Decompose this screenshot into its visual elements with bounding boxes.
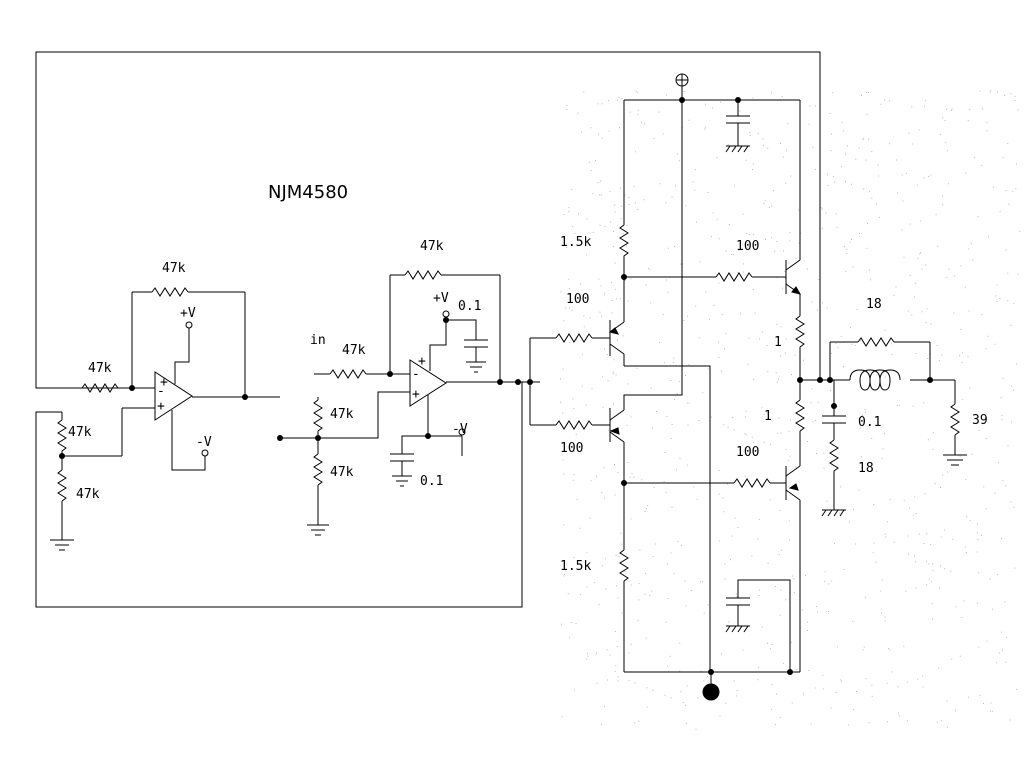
feedback-wire-lower: [35, 382, 523, 608]
label-c-zobel: 0.1: [858, 415, 881, 430]
label-r-base-q3: 100: [736, 239, 759, 254]
chip-title: NJM4580: [268, 182, 348, 203]
label-plus-v-1: +V: [180, 306, 196, 321]
transistor-q2: [609, 408, 625, 443]
transistor-q4: [785, 465, 801, 501]
label-r-base-q1: 100: [566, 292, 589, 307]
resistor-base-q2: [555, 420, 593, 430]
opamp1-plus-1: +: [160, 375, 168, 390]
resistor-div2-top: [313, 399, 323, 432]
label-r-base-q4: 100: [736, 445, 759, 460]
resistor-div1-bot: [57, 469, 67, 502]
resistor-load: [950, 403, 960, 436]
label-r-in1: 47k: [88, 361, 112, 376]
resistor-emit-bot: [795, 399, 805, 432]
resistor-base-q3: [715, 272, 753, 282]
label-plus-v-2: +V: [433, 291, 449, 306]
opamp2-minus: -: [412, 367, 420, 382]
label-r-load: 39: [972, 413, 988, 428]
label-r-base-q2: 100: [560, 441, 583, 456]
label-r-div1-bot: 47k: [76, 487, 100, 502]
label-c-op2-top: 0.1: [458, 299, 481, 314]
label-r-div2-top: 47k: [330, 407, 354, 422]
resistor-zobel-bot: [829, 439, 839, 472]
label-minus-v-2: -V: [452, 422, 468, 437]
opamp-1: + - +: [154, 371, 193, 421]
label-r-emit-top: 1: [774, 335, 782, 350]
output-inductor: [849, 369, 901, 391]
label-r-div2-bot: 47k: [330, 465, 354, 480]
label-r-bias-top: 1.5k: [560, 235, 591, 250]
resistor-in1: [81, 383, 119, 393]
label-r-zobel-bot: 18: [858, 461, 874, 476]
label-in: in: [310, 333, 326, 348]
label-c-op2-bot: 0.1: [420, 474, 443, 489]
resistor-in2: [329, 369, 367, 379]
transistor-q1: [608, 320, 625, 356]
junction-dots: [59, 97, 933, 675]
label-r-fb1: 47k: [162, 261, 186, 276]
ground-symbol-2: [307, 524, 329, 536]
resistor-div2-bot: [313, 453, 323, 486]
label-r-emit-bot: 1: [764, 409, 772, 424]
negative-supply-terminal: [702, 683, 720, 701]
resistor-base-q4: [733, 478, 771, 488]
resistor-fb1: [151, 287, 189, 297]
resistor-div1-top: [57, 419, 67, 452]
feedback-wire-outer: [35, 51, 821, 389]
resistor-base-q1: [555, 333, 593, 343]
label-r-fb2: 47k: [420, 239, 444, 254]
resistor-bias-top: [619, 224, 629, 257]
label-r-zobel-top: 18: [866, 297, 882, 312]
ground-symbol-3: [943, 454, 967, 466]
opamp2-plus-2: +: [412, 387, 420, 402]
ground-symbol-1: [50, 539, 74, 551]
label-r-bias-bot: 1.5k: [560, 559, 591, 574]
resistor-zobel-top: [857, 337, 895, 347]
label-minus-v-1: -V: [196, 435, 212, 450]
resistor-fb2: [404, 270, 442, 280]
resistor-bias-bot: [619, 549, 629, 582]
transistor-q3: [785, 259, 802, 295]
label-r-div1-top: 47k: [68, 425, 92, 440]
opamp1-plus-2: +: [157, 399, 165, 414]
label-r-in2: 47k: [342, 343, 366, 358]
opamp1-minus: -: [157, 384, 165, 399]
resistor-emit-top: [795, 315, 805, 348]
opamp2-plus-1: +: [418, 354, 426, 369]
opamp-2: + - +: [409, 354, 447, 407]
